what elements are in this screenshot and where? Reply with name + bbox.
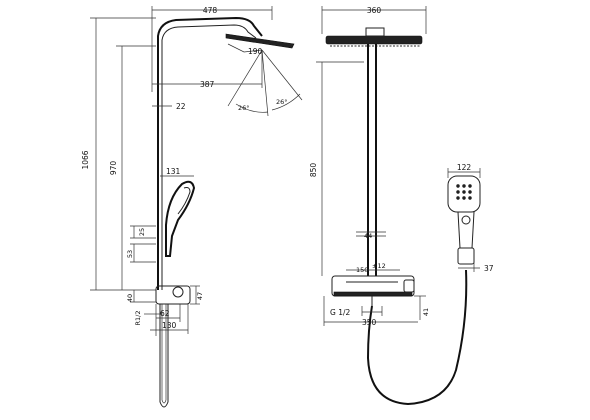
dim-37: 37 (484, 264, 494, 273)
front-view: 360 850 44 150 ±12 41 G 1/2 350 122 (309, 6, 494, 406)
dim-47: 47 (196, 292, 204, 300)
dim-122: 122 (457, 163, 472, 172)
dim-62: 62 (160, 309, 170, 318)
dim-150-tol: ±12 (372, 262, 386, 270)
dim-131: 131 (166, 167, 181, 176)
front-view-hose (366, 269, 468, 406)
side-view-hose-inner (161, 304, 167, 404)
dim-22: 22 (176, 102, 186, 111)
side-view-hose (159, 304, 169, 408)
dim-970: 970 (109, 161, 118, 176)
dim-150: 150 (356, 266, 368, 274)
side-view-arm (157, 16, 263, 96)
dim-41: 41 (422, 308, 430, 316)
dim-478: 478 (203, 6, 218, 15)
side-view-hand-shower-face (177, 187, 191, 215)
dim-350: 350 (362, 318, 377, 327)
front-view-head-mount (365, 27, 385, 37)
front-view-hand-shower-handle (457, 211, 475, 249)
dim-g12: G 1/2 (330, 308, 350, 317)
dim-44: 44 (364, 232, 372, 240)
dim-r12: R1/2 (134, 311, 142, 326)
side-view-arm-inner (161, 24, 257, 96)
front-view-hand-shower-head (447, 175, 481, 213)
side-view: 478 190 387 22 26° 26° 131 1066 970 (81, 6, 303, 408)
dim-1066: 1066 (81, 150, 90, 169)
dim-360: 360 (367, 6, 382, 15)
dim-190: 190 (248, 47, 263, 56)
dim-53: 53 (126, 250, 134, 258)
dim-387: 387 (200, 80, 215, 89)
dim-130: 130 (162, 321, 177, 330)
dim-40: 40 (126, 294, 134, 302)
side-view-thermostat (155, 285, 191, 305)
front-view-shower-head (325, 35, 423, 45)
side-view-shower-head-face (225, 33, 295, 49)
dim-angle-left: 26° (238, 104, 250, 112)
dim-angle-right: 26° (276, 98, 288, 106)
dim-25: 25 (138, 228, 146, 236)
dim-850: 850 (309, 163, 318, 178)
front-view-thermostat-shelf (333, 291, 413, 297)
side-view-hand-shower (165, 180, 196, 257)
side-view-thermostat-knob (172, 286, 184, 298)
